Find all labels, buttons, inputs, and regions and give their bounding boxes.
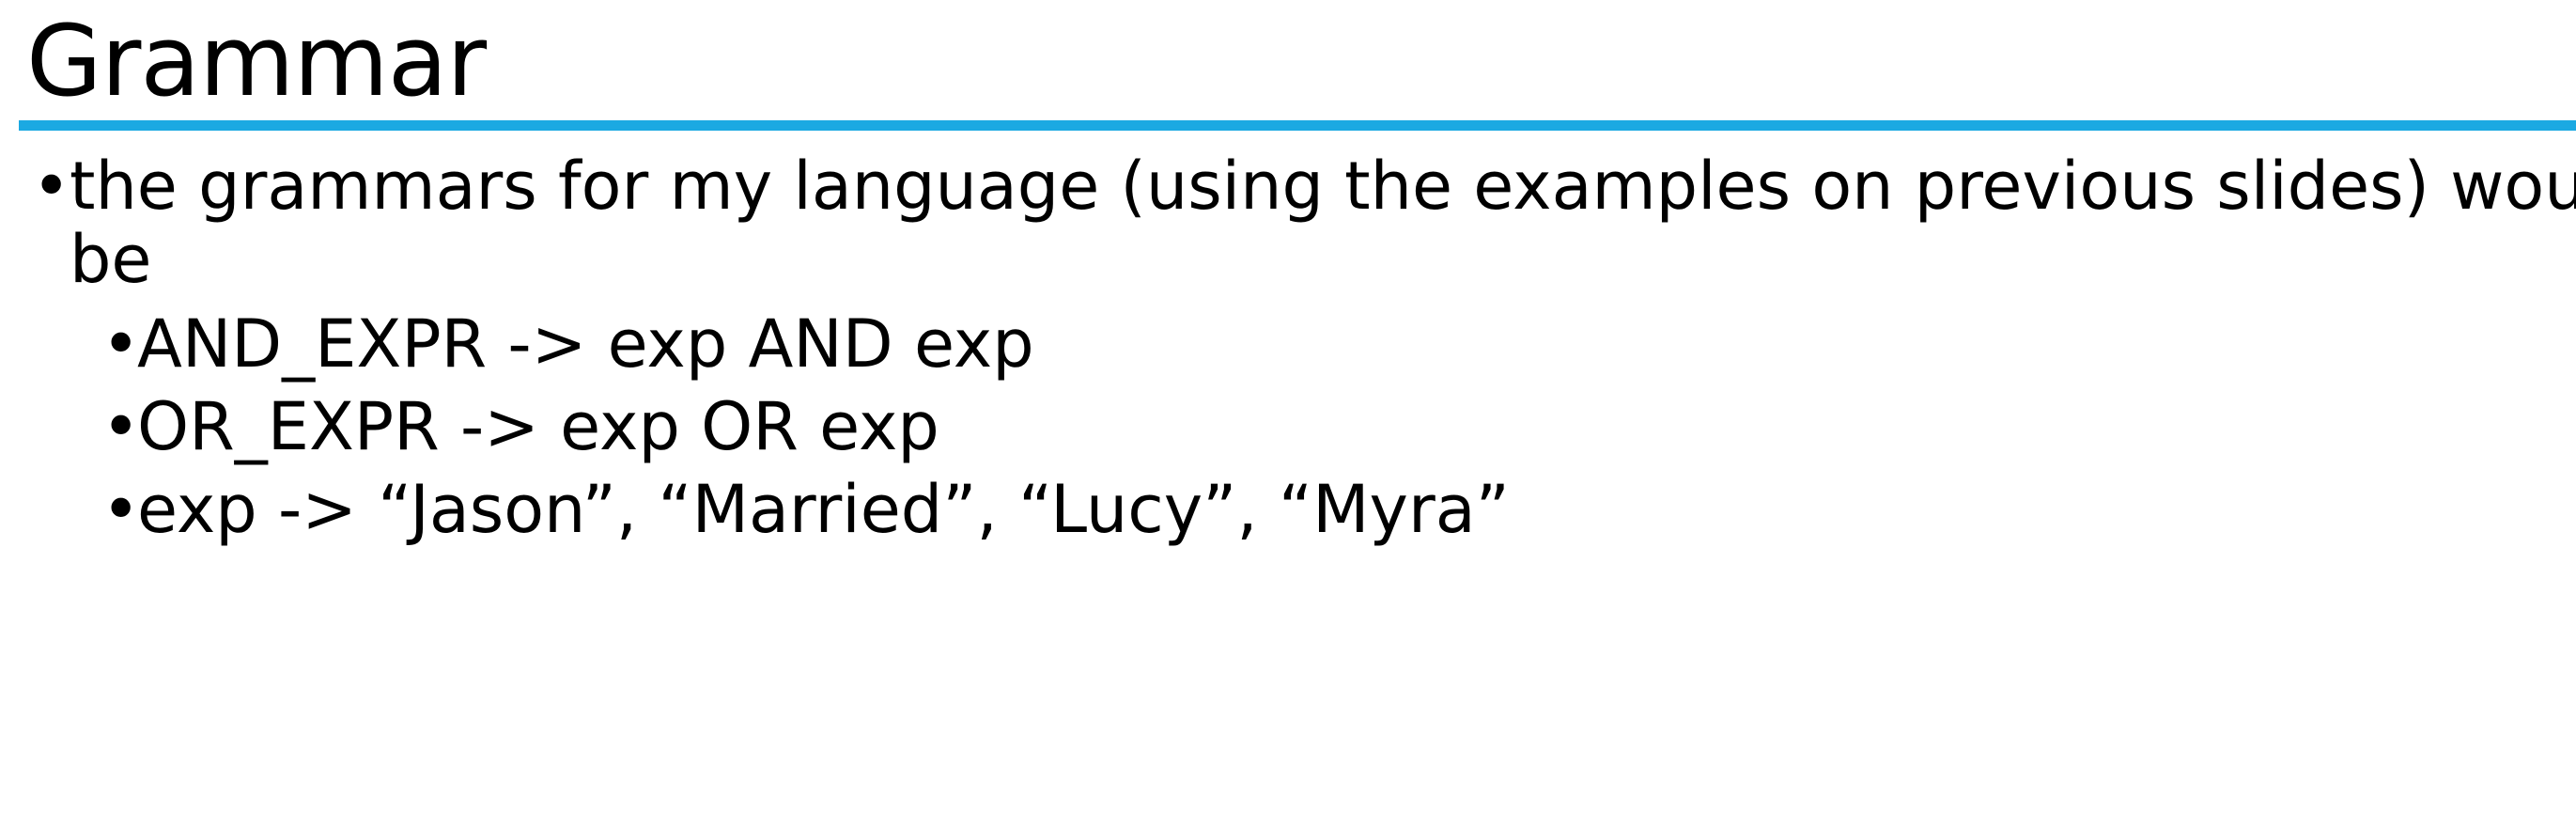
bullet-text-line-1: the grammars for my language (using the …: [70, 148, 2576, 225]
sub-bullet-dot: •: [101, 388, 141, 465]
sub-bullet-and-expr: AND_EXPR -> exp AND exp: [137, 305, 1034, 383]
sub-bullet-or-expr: OR_EXPR -> exp OR exp: [137, 388, 939, 465]
title-underline: [19, 120, 2576, 131]
bullet-text-line-2: be: [70, 221, 152, 298]
bullet-dot: •: [32, 148, 71, 225]
slide-title: Grammar: [26, 4, 487, 118]
sub-bullet-dot: •: [101, 471, 141, 548]
sub-bullet-exp: exp -> “Jason”, “Married”, “Lucy”, “Myra…: [137, 471, 1510, 548]
sub-bullet-dot: •: [101, 305, 141, 383]
